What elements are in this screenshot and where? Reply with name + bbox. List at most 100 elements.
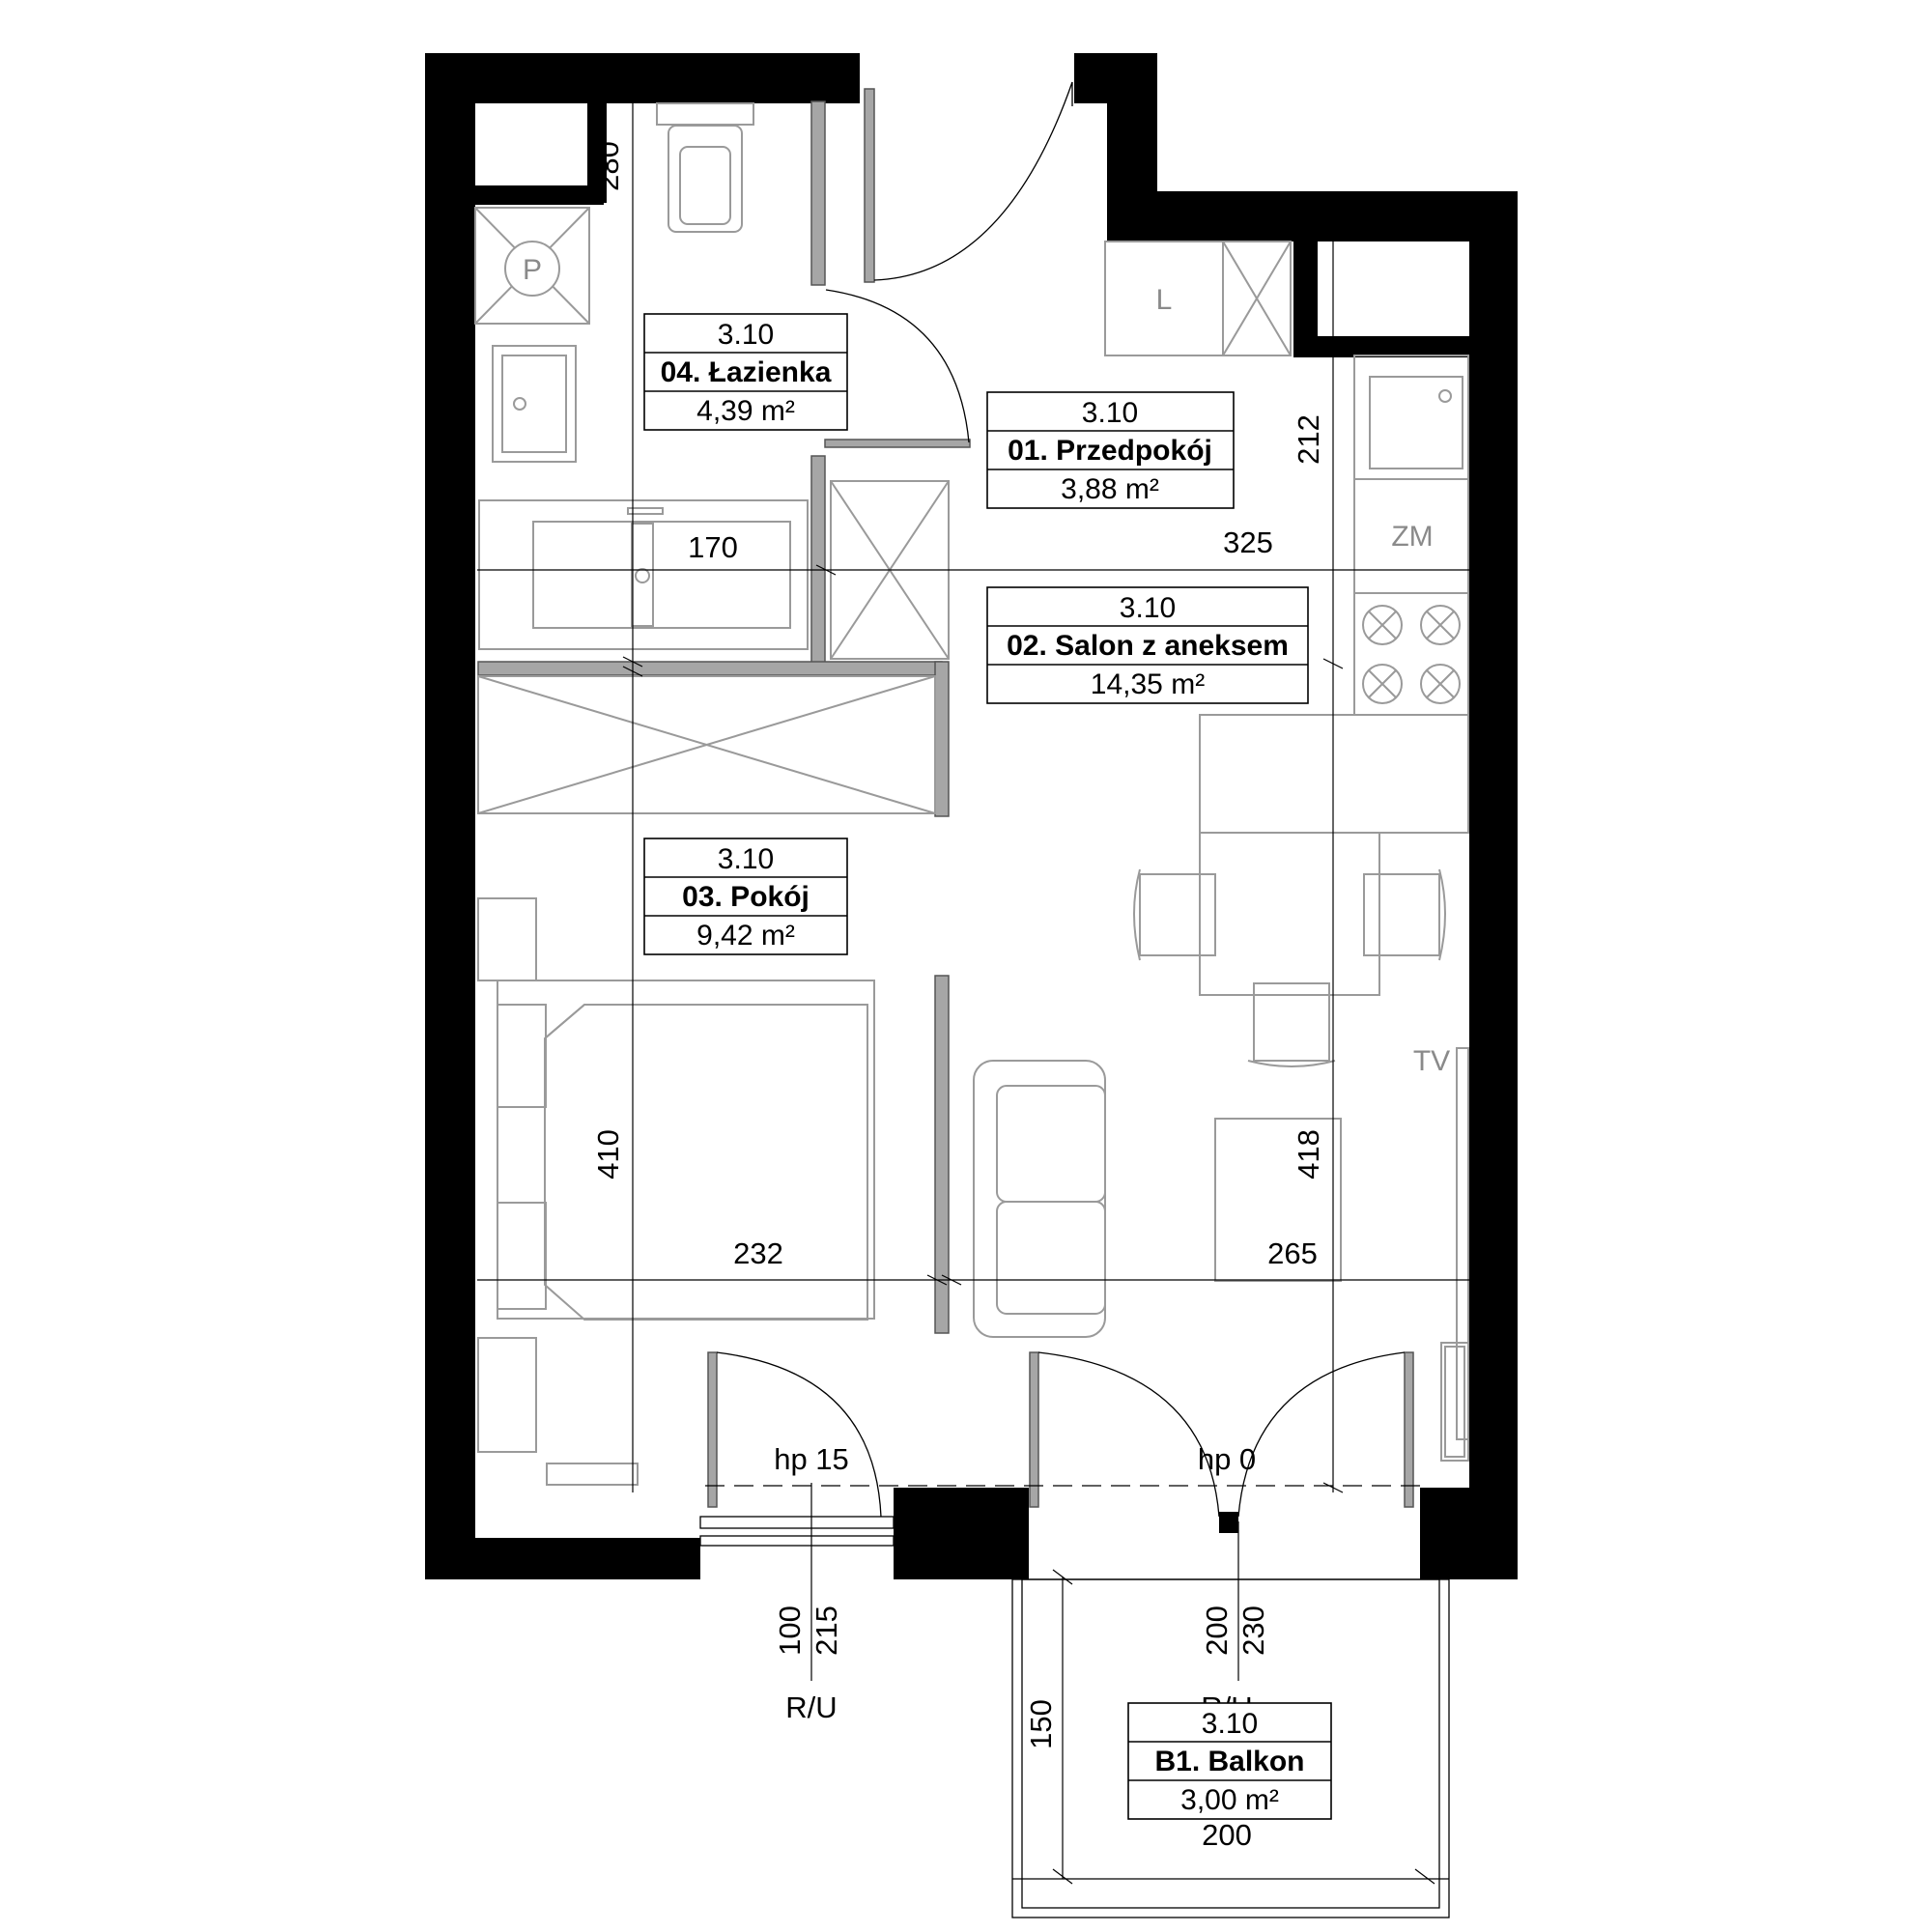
wardrobe-label: L xyxy=(1156,284,1173,316)
chair-icon xyxy=(1363,868,1446,961)
window-left-height: 215 xyxy=(810,1605,843,1656)
chair-icon xyxy=(1247,982,1336,1067)
nightstand-icon xyxy=(497,1004,547,1108)
coffee-table xyxy=(1214,1118,1342,1282)
tv-label: TV xyxy=(1413,1045,1450,1077)
shaft-box xyxy=(1222,241,1292,356)
walls xyxy=(425,53,1518,1579)
window-left-note: R/U xyxy=(785,1690,837,1724)
room-label-room: 3.10 03. Pokój 9,42 m² xyxy=(643,838,848,955)
balcony-door-left-swing xyxy=(1037,1351,1220,1518)
washer-label: ZM xyxy=(1391,521,1433,553)
window-left-frame xyxy=(699,1535,895,1547)
room-label-hall: 3.10 01. Przedpokój 3,88 m² xyxy=(986,391,1235,509)
room-name: 02. Salon z aneksem xyxy=(1007,630,1289,662)
dim-room-height: 410 xyxy=(591,1129,625,1179)
sofa-icon xyxy=(973,1060,1106,1338)
room-code: 3.10 xyxy=(1120,592,1176,624)
window-left-sill xyxy=(699,1516,895,1529)
balcony-door-width: 200 xyxy=(1200,1605,1234,1656)
toilet-tank xyxy=(656,102,754,126)
dim-bath-height: 280 xyxy=(591,141,625,191)
window-left-sill-label: hp 15 xyxy=(774,1442,849,1476)
room-wardrobe-box xyxy=(477,675,936,814)
wall-bottom-right xyxy=(1420,1488,1518,1579)
room-area: 4,39 m² xyxy=(696,395,795,427)
dim-hall-width: 325 xyxy=(1223,526,1273,559)
nightstand-icon xyxy=(497,1202,547,1310)
balcony-door-right-leaf xyxy=(1404,1351,1414,1508)
door-mullion xyxy=(1219,1512,1238,1533)
room-code: 3.10 xyxy=(1082,397,1138,429)
dim-room-width: 232 xyxy=(733,1236,783,1270)
chair-icon xyxy=(1133,868,1216,961)
partition-wardrobe xyxy=(934,661,950,817)
entry-door-swing xyxy=(873,81,1073,281)
kitchen-island xyxy=(1199,714,1469,834)
wall-closet-right xyxy=(587,97,607,203)
wall-corner xyxy=(425,1483,475,1579)
window-left-width: 100 xyxy=(773,1605,807,1656)
balcony-door-left-leaf xyxy=(1029,1351,1039,1508)
boiler-label: P xyxy=(523,254,542,286)
boiler-box xyxy=(474,207,590,325)
balcony-door-sill-label: hp 0 xyxy=(1198,1442,1256,1476)
boiler-icon xyxy=(504,241,560,297)
room-code: 3.10 xyxy=(1202,1708,1258,1740)
furniture xyxy=(477,897,1342,1486)
wall-shaft-left xyxy=(1293,237,1318,353)
wall-shaft-bottom xyxy=(1293,336,1477,357)
radiator-icon xyxy=(1440,1342,1469,1462)
room-name: B1. Balkon xyxy=(1154,1746,1304,1777)
room-label-bathroom: 3.10 04. Łazienka 4,39 m² xyxy=(643,313,848,431)
dim-kitchen-height: 212 xyxy=(1292,414,1325,465)
bathtub-icon xyxy=(478,499,809,650)
doors xyxy=(699,81,1420,1547)
balcony-door-right-swing xyxy=(1237,1351,1406,1518)
bathroom-fixtures: P xyxy=(474,102,809,650)
sink-icon xyxy=(1369,376,1463,469)
wall-bottom-mid xyxy=(894,1488,1029,1579)
dim-bath-width: 170 xyxy=(688,530,738,564)
window-left-leaf xyxy=(707,1351,718,1508)
partitions xyxy=(477,88,971,1334)
partition-entry xyxy=(864,88,875,283)
room-code: 3.10 xyxy=(718,843,774,875)
partition-bath-door xyxy=(824,439,971,448)
room-name: 04. Łazienka xyxy=(661,356,832,388)
dimension-lines xyxy=(477,97,1473,1885)
desk-icon xyxy=(477,897,537,981)
partition-bath-top xyxy=(810,100,826,286)
kitchen-fixtures: ZM TV xyxy=(1133,355,1469,1462)
tv-stand xyxy=(1456,1047,1469,1440)
room-code: 3.10 xyxy=(718,319,774,351)
dim-living-width: 265 xyxy=(1267,1236,1318,1270)
toilet-bowl-icon xyxy=(668,125,743,233)
wall-top-left xyxy=(425,53,860,103)
window-left-swing xyxy=(716,1351,882,1518)
bench-icon xyxy=(546,1463,639,1486)
partition-room-top xyxy=(477,661,943,676)
partition-bath-lower xyxy=(810,455,826,674)
bath-door-swing xyxy=(825,289,970,443)
room-area: 3,88 m² xyxy=(1061,473,1159,505)
wall-top-right xyxy=(1107,191,1518,242)
balcony-door-height: 230 xyxy=(1236,1605,1270,1656)
hall-fixtures: L xyxy=(477,241,1292,814)
cooktop-icon xyxy=(1362,605,1461,704)
wall-right xyxy=(1469,191,1518,1579)
room-label-living: 3.10 02. Salon z aneksem 14,35 m² xyxy=(986,586,1309,704)
room-area: 3,00 m² xyxy=(1180,1784,1279,1816)
room-name: 03. Pokój xyxy=(682,881,810,913)
dim-balcony-width: 200 xyxy=(1202,1818,1252,1852)
washbasin-icon xyxy=(492,345,577,463)
partition-room-living xyxy=(934,975,950,1334)
balcony xyxy=(1011,1578,1450,1918)
wall-closet-bottom xyxy=(473,185,604,205)
wall-left xyxy=(425,53,475,1579)
dim-living-height: 418 xyxy=(1292,1129,1325,1179)
room-area: 9,42 m² xyxy=(696,920,795,952)
room-area: 14,35 m² xyxy=(1091,668,1205,700)
dim-balcony-depth: 150 xyxy=(1024,1699,1058,1749)
